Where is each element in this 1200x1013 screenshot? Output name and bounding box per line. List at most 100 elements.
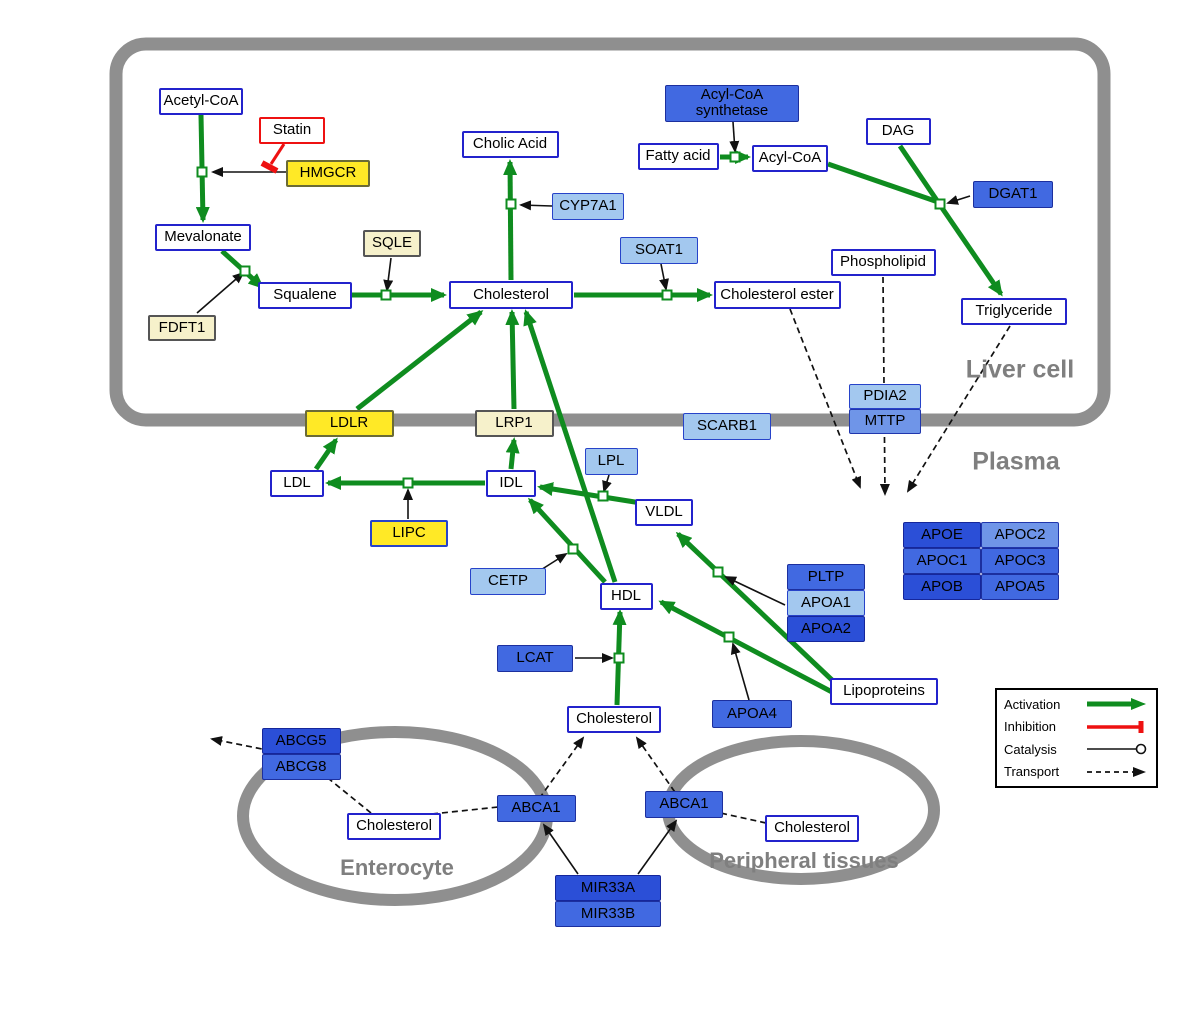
inhibition-bar-icon [1087,720,1144,733]
reaction-node-5 [729,151,741,163]
node-lrp1: LRP1 [474,409,554,437]
node-lpl: LPL [584,447,638,475]
node-soat1: SOAT1 [620,236,698,264]
node-cetp: CETP [470,567,546,595]
reaction-node-12 [712,566,724,578]
node-apoc1: APOC1 [903,548,981,574]
edge-inhibition-41 [269,143,286,165]
node-pdia2: PDIA2 [849,383,921,409]
edge-activation-14 [937,203,1004,297]
edge-catalysis-29 [519,200,553,211]
node-phospholipid: Phospholipid [830,248,936,276]
transport-dashed-arrow-icon [1087,766,1146,777]
node-vldl: VLDL [635,498,693,526]
node-hdl: HDL [599,582,653,610]
activation-arrow-icon [1087,698,1146,711]
node-cholic-acid: Cholic Acid [461,130,559,158]
node-lipoproteins: Lipoproteins [830,677,938,705]
edge-activation-12 [827,161,939,205]
edge-catalysis-32 [946,195,971,205]
node-apoc2: APOC2 [981,522,1059,548]
node-triglyceride: Triglyceride [961,297,1067,325]
edge-activation-22 [675,531,834,682]
reaction-node-8 [597,490,609,502]
node-ldl: LDL [270,469,324,497]
reaction-node-6 [934,198,946,210]
edge-activation-19 [537,482,642,506]
compartment-liver-cell [109,37,1111,427]
node-cyp7a1: CYP7A1 [552,192,624,220]
node-mir33a: MIR33A [555,875,661,901]
node-hmgcr: HMGCR [286,159,370,187]
node-abca1-peripheral: ABCA1 [645,790,723,818]
node-sqle: SQLE [363,229,421,257]
edge-activation-24 [505,437,520,470]
node-abcg8: ABCG8 [261,754,341,780]
node-mttp: MTTP [849,408,921,434]
reaction-node-7 [402,477,414,489]
edge-catalysis-40 [637,819,678,875]
edge-transport-0 [789,308,861,489]
legend-row-activation: Activation [1004,696,1149,712]
node-apoe: APOE [903,522,981,548]
edge-catalysis-38 [730,642,750,701]
node-squalene: Squalene [258,281,352,309]
node-apoa5: APOA5 [981,574,1059,600]
node-apob: APOB [903,574,981,600]
edge-catalysis-39 [542,823,579,875]
node-mevalonate: Mevalonate [155,223,251,251]
node-abcg5: ABCG5 [261,728,341,754]
edge-activation-17 [523,309,618,583]
node-acyl-coa-synthetase: Acyl-CoA synthetase [665,84,799,122]
node-cholesterol-enterocyte: Cholesterol [347,812,441,840]
node-dgat1: DGAT1 [973,180,1053,208]
edge-catalysis-28 [383,257,394,292]
edge-activation-20 [527,497,607,584]
node-abca1-enterocyte: ABCA1 [496,794,576,822]
edge-transport-2 [906,325,1011,493]
node-lcat: LCAT [497,644,573,672]
node-idl: IDL [486,469,536,497]
node-pltp: PLTP [787,564,865,590]
node-cholesterol-peripheral: Cholesterol [765,814,859,842]
reaction-node-3 [505,198,517,210]
edge-activation-13 [897,144,941,204]
node-scarb1: SCARB1 [683,412,771,440]
node-cholesterol-liver: Cholesterol [449,281,573,309]
edge-activation-21 [658,599,834,695]
legend-inhibition-label: Inhibition [1004,719,1057,735]
edge-transport-1 [879,276,890,496]
node-apoc3: APOC3 [981,548,1059,574]
edge-catalysis-34 [602,474,612,493]
edge-catalysis-27 [196,271,245,314]
node-fatty-acid: Fatty acid [637,142,719,170]
edge-catalysis-31 [729,121,740,153]
node-dag: DAG [865,117,931,145]
edge-activation-16 [505,309,520,410]
legend-transport-label: Transport [1004,764,1060,780]
catalysis-circle-icon [1087,743,1147,755]
reaction-node-11 [723,631,735,643]
node-cholesterol-ester: Cholesterol ester [713,281,841,309]
reaction-node-0 [196,166,208,178]
node-apoa2: APOA2 [787,616,865,642]
node-acyl-coa: Acyl-CoA [752,144,828,172]
reaction-node-4 [661,289,673,301]
node-fdft1: FDFT1 [148,315,216,341]
reaction-node-9 [567,543,579,555]
edge-activation-25 [313,437,339,471]
legend: Activation Inhibition Catalysis Transpor… [995,688,1158,788]
node-lipc: LIPC [370,519,448,547]
legend-row-catalysis: Catalysis [1004,741,1149,757]
node-mir33b: MIR33B [555,901,661,927]
reaction-node-10 [613,652,625,664]
edge-transport-5 [210,736,372,814]
legend-row-inhibition: Inhibition [1004,719,1149,735]
legend-catalysis-label: Catalysis [1004,741,1057,757]
edge-activation-9 [503,159,518,281]
node-acetyl-coa: Acetyl-CoA [159,87,243,115]
reaction-node-2 [380,289,392,301]
